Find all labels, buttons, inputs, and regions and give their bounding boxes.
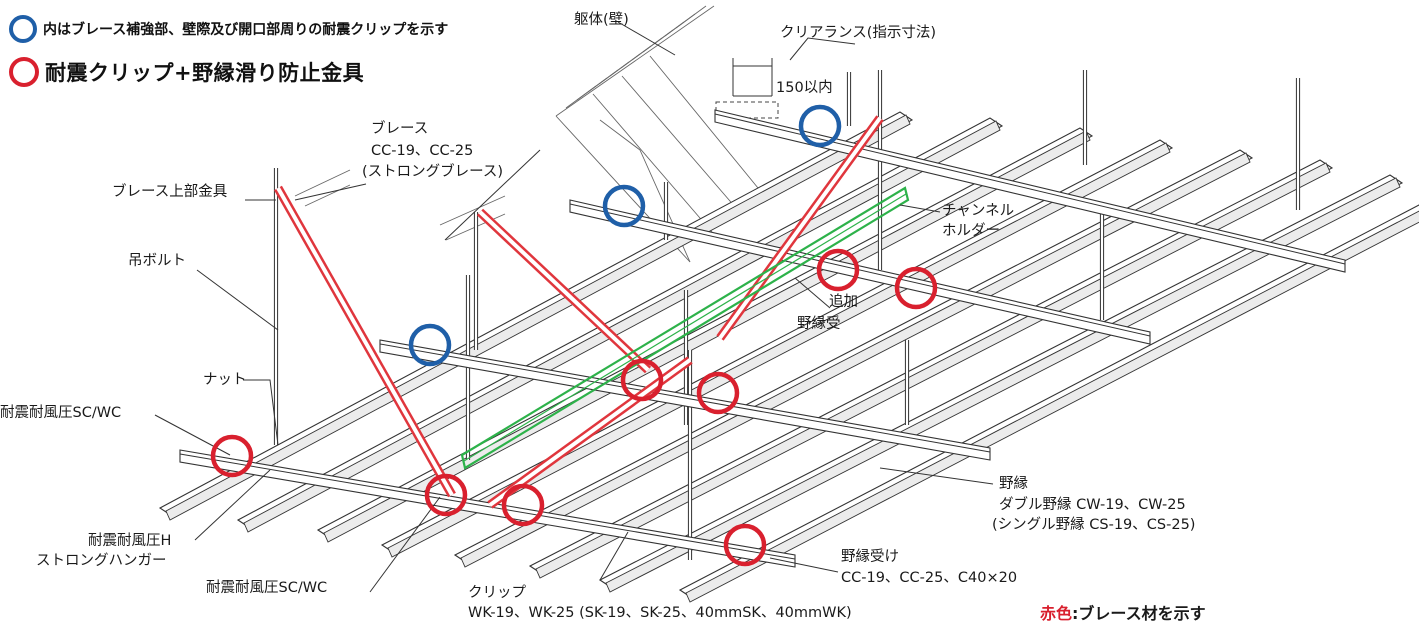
- label-nut: ナット: [203, 372, 247, 388]
- added-runner-center: [463, 193, 907, 462]
- leader-line-2: [789, 37, 856, 61]
- label-runner-models: CC-19、CC-25、C40×20: [841, 570, 1018, 586]
- red-clip-ring-1: [816, 248, 860, 292]
- joist-flange-6: [535, 162, 1331, 579]
- red-clip-ring-6: [424, 473, 468, 517]
- leader-line-13: [599, 531, 629, 581]
- ceiling-joists: [158, 111, 1419, 603]
- label-brace-models: CC-19、CC-25: [371, 143, 474, 159]
- leader-line-5: [196, 269, 279, 331]
- legend-red-text: 耐震クリップ+野縁滑り防止金具: [45, 61, 365, 85]
- brace-core-2: [478, 210, 650, 372]
- runner-1: [179, 449, 796, 568]
- runner-3: [569, 199, 1151, 345]
- label-hanger-h-1: 耐震耐風圧H: [88, 533, 172, 549]
- label-added-2: 野縁受: [797, 316, 841, 332]
- label-channel-holder-1: チャンネル: [942, 203, 1015, 219]
- ground-ticks: [294, 169, 506, 241]
- label-seismic-scwc-left: 耐震耐風圧SC/WC: [0, 405, 122, 421]
- leader-line-15: [444, 149, 541, 241]
- brace-core-4: [488, 358, 692, 507]
- brace-core-1: [276, 187, 454, 496]
- green-added-runner: [460, 186, 910, 470]
- leader-line-6: [243, 379, 279, 446]
- blue-clip-ring-3: [408, 323, 452, 367]
- leader-lines: [154, 21, 994, 593]
- joist-flange-8: [685, 210, 1419, 603]
- runner-edge-1: [179, 453, 796, 560]
- label-wall: 躯体(壁): [574, 12, 629, 28]
- leader-line-3: [294, 183, 367, 201]
- blue-clip-ring-1: [798, 104, 842, 148]
- legend-blue-text: 内はブレース補強部、壁際及び開口部周りの耐震クリップを示す: [43, 22, 449, 38]
- leader-line-11: [194, 469, 271, 541]
- leader-line-9: [794, 277, 831, 309]
- red-clip-ring-3: [620, 358, 664, 402]
- label-clip-models: WK-19、WK-25 (SK-19、SK-25、40mmSK、40mmWK): [468, 605, 852, 621]
- runner-edge-4: [714, 113, 1346, 265]
- note-red-word: 赤色: [1040, 604, 1073, 623]
- joist-flange-7: [605, 177, 1401, 593]
- label-brace-strong: (ストロングブレース): [362, 164, 504, 180]
- joist-flange-2: [243, 120, 1001, 533]
- note-brace-color: 赤色:ブレース材を示す: [1040, 605, 1206, 622]
- label-brace-title: ブレース: [371, 121, 429, 137]
- leader-line-7: [154, 414, 231, 456]
- label-channel-holder-2: ホルダー: [942, 223, 1000, 239]
- label-clearance: クリアランス(指示寸法): [780, 25, 937, 41]
- red-clip-ring-5: [210, 434, 254, 478]
- runner-edge-3: [569, 203, 1151, 337]
- leader-line-12: [369, 496, 441, 593]
- leader-line-1: [617, 21, 676, 56]
- ceiling-runners: [179, 109, 1346, 568]
- added-runner: [460, 186, 910, 470]
- label-runner-title: 野縁受け: [841, 549, 899, 565]
- clearance-dimension: [732, 58, 773, 97]
- label-brace-top-fitting: ブレース上部金具: [112, 184, 228, 200]
- leader-line-14: [769, 557, 839, 573]
- label-clip-title: クリップ: [468, 585, 526, 601]
- red-ring-icon: [9, 57, 39, 87]
- joist-flange-5: [460, 152, 1251, 568]
- legend-blue: 内はブレース補強部、壁際及び開口部周りの耐震クリップを示す: [9, 15, 448, 43]
- red-clip-ring-8: [723, 523, 767, 567]
- brace-core-3: [718, 116, 882, 340]
- label-seismic-scwc-bottom: 耐震耐風圧SC/WC: [206, 580, 328, 596]
- note-rest: :ブレース材を示す: [1072, 604, 1206, 623]
- legend-red: 耐震クリップ+野縁滑り防止金具: [9, 57, 364, 87]
- label-hanger-bolt: 吊ボルト: [128, 253, 186, 269]
- leader-line-10: [879, 467, 994, 485]
- wall-hatch-line: [675, 5, 707, 29]
- label-hanger-h-2: ストロングハンガー: [36, 553, 167, 569]
- runner-2: [379, 339, 991, 461]
- runner-4: [714, 109, 1346, 273]
- leader-line-8: [899, 204, 941, 213]
- blue-clip-ring-2: [602, 184, 646, 228]
- runner-edge-2: [379, 343, 991, 453]
- red-clip-ring-7: [501, 483, 545, 527]
- blue-ring-icon: [9, 15, 37, 43]
- red-clip-ring-4: [696, 371, 740, 415]
- label-nobuchi-title: 野縁: [999, 476, 1028, 492]
- label-added-1: 追加: [829, 294, 858, 310]
- red-braces: [274, 115, 884, 509]
- label-nobuchi-double: ダブル野縁 CW-19、CW-25: [999, 497, 1186, 513]
- red-clip-ring-2: [894, 266, 938, 310]
- label-nobuchi-single: (シングル野縁 CS-19、CS-25): [992, 517, 1196, 533]
- joist-flange-1: [165, 114, 911, 521]
- label-dim-150: 150以内: [776, 80, 833, 96]
- clip-rings: [210, 104, 938, 567]
